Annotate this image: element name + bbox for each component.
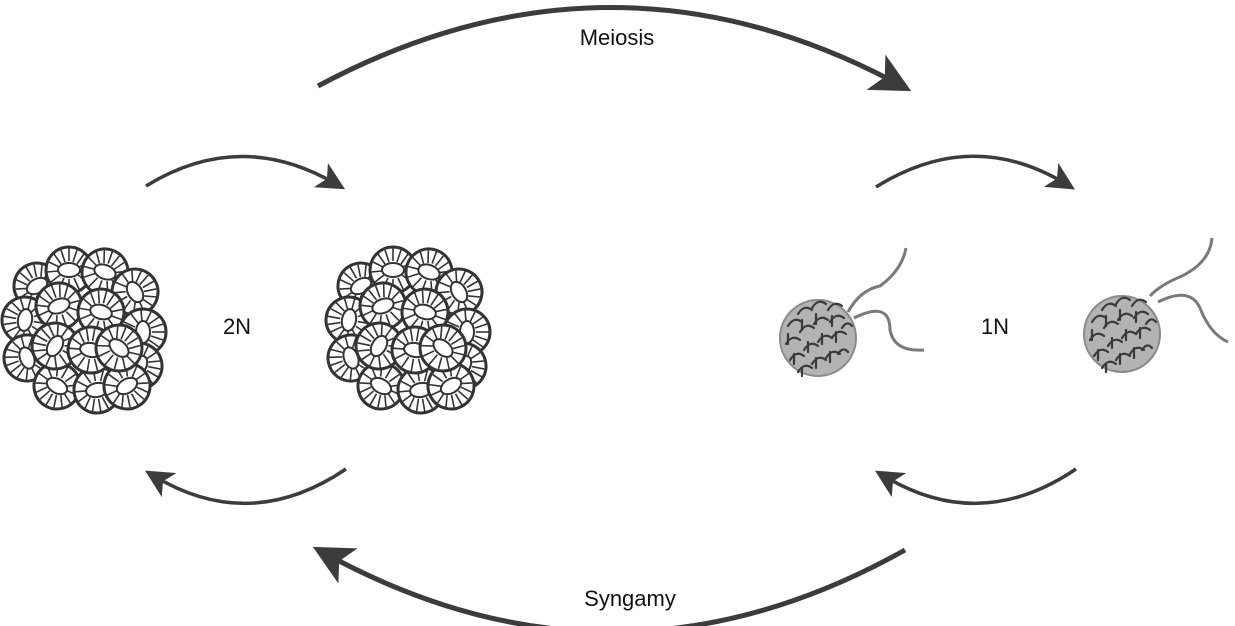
diploid-forward-arrow <box>146 156 336 186</box>
diploid-return-arrow <box>154 469 346 503</box>
volvox-colony-icon <box>0 243 170 418</box>
syngamy-label: Syngamy <box>584 586 676 611</box>
haploid-forward-arrow <box>876 156 1066 187</box>
meiosis-label: Meiosis <box>580 25 655 50</box>
diploid-ploidy-label: 2N <box>223 314 251 339</box>
flagellated-gamete-icon <box>1084 238 1228 372</box>
haploid-return-arrow <box>884 469 1076 503</box>
volvox-colony-icon <box>322 243 495 418</box>
flagellated-gamete-icon <box>780 248 924 376</box>
haploid-ploidy-label: 1N <box>981 314 1009 339</box>
